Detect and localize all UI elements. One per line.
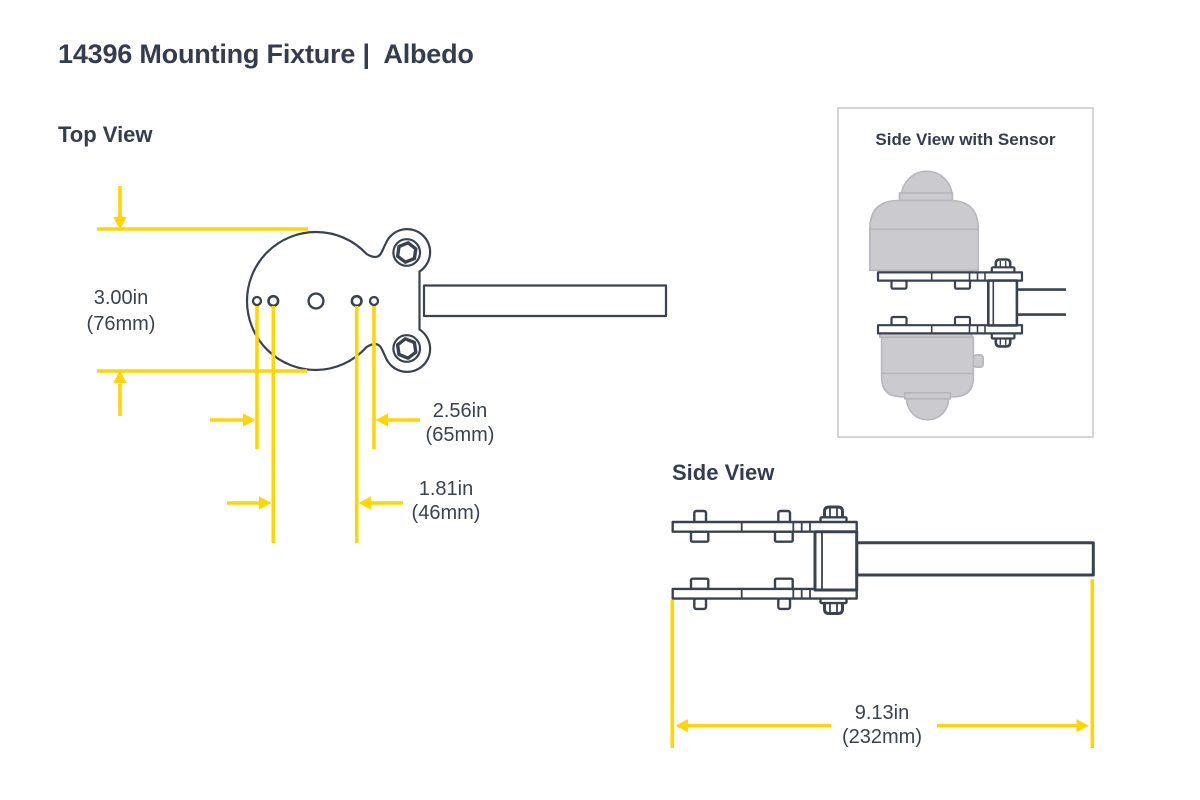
dimension-outer-holes: 2.56in (65mm) xyxy=(399,399,521,447)
dimension-outer-holes-in: 2.56in xyxy=(432,400,488,422)
dimension-inner-holes-in: 1.81in xyxy=(418,478,474,500)
top-view-fixture xyxy=(245,228,668,373)
dimension-inner-holes-mm: (46mm) xyxy=(411,502,481,524)
dimension-length-mm: (232mm) xyxy=(841,726,922,748)
dimension-width-mm: (76mm) xyxy=(86,313,156,335)
side-view-drawing xyxy=(670,505,1095,748)
dimension-length-in: 9.13in xyxy=(854,702,910,724)
sensor-bottom-silhouette xyxy=(878,332,985,421)
dimension-outer-holes-mm: (65mm) xyxy=(425,424,495,446)
page-title: 14396 Mounting Fixture | Albedo xyxy=(58,39,474,69)
dimension-length: 9.13in (232mm) xyxy=(812,701,952,749)
top-view-drawing xyxy=(97,186,668,543)
top-view-dimension-lines xyxy=(97,186,420,543)
dimension-width-in: 3.00in xyxy=(93,287,149,309)
side-view-fixture xyxy=(671,505,1095,615)
dimension-width: 3.00in (76mm) xyxy=(56,285,186,337)
sensor-panel-title: Side View with Sensor xyxy=(875,130,1056,149)
side-view-dimension-lines xyxy=(670,579,1095,748)
top-view-label: Top View xyxy=(58,122,153,147)
sensor-panel-fixture xyxy=(876,258,1066,348)
dimension-inner-holes: 1.81in (46mm) xyxy=(386,477,506,525)
side-view-label: Side View xyxy=(672,460,775,485)
sensor-panel-drawing xyxy=(837,107,1094,438)
